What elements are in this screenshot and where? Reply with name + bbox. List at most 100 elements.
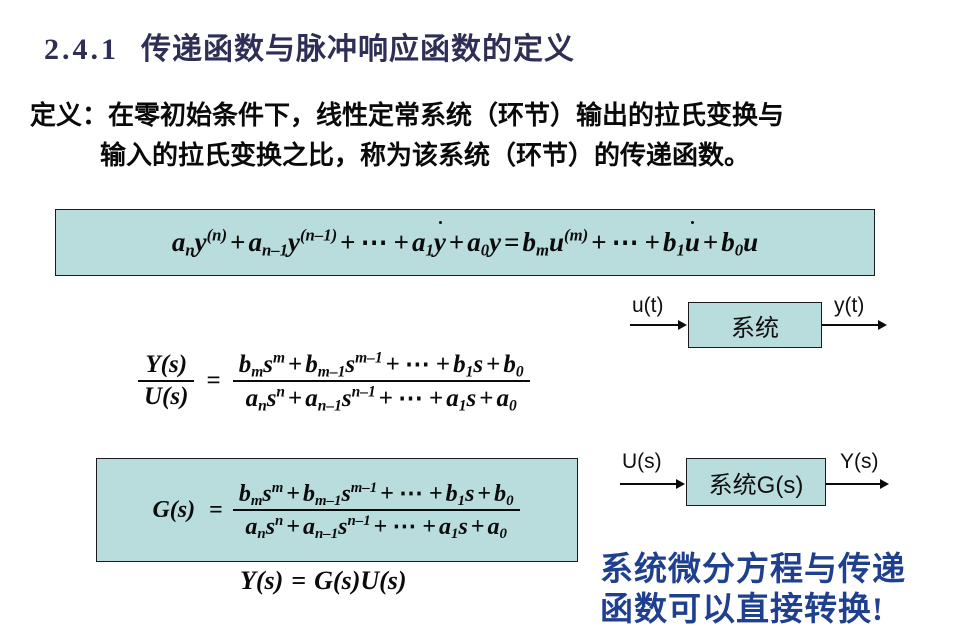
sym-u: u xyxy=(548,227,565,257)
sub-n: n xyxy=(257,526,266,543)
sub-zero: 0 xyxy=(515,363,524,381)
op-plus: + xyxy=(479,385,494,412)
sub-m-minus-1: m–1 xyxy=(317,363,346,381)
sup-m-minus-1: m–1 xyxy=(355,349,383,367)
arrow-right-icon xyxy=(676,479,685,489)
definition-line-1: 定义：在零初始条件下，线性定常系统（环节）输出的拉氏变换与 xyxy=(30,101,785,130)
blue-note-line-2: 函数可以直接转换! xyxy=(600,592,884,628)
op-plus: + xyxy=(288,385,303,412)
sub-zero: 0 xyxy=(480,240,490,260)
sym-a: a xyxy=(248,227,262,257)
op-equals: = xyxy=(504,227,520,257)
sym-y: y xyxy=(288,227,300,257)
sym-b: b xyxy=(238,481,251,507)
sub-zero: 0 xyxy=(734,240,744,260)
ellipsis: ⋯ xyxy=(392,514,418,540)
arrow-right-icon xyxy=(880,479,889,489)
op-plus: + xyxy=(286,481,300,507)
diagram-input-label: u(t) xyxy=(632,294,664,317)
sym-a: a xyxy=(245,514,258,540)
sym-s: s xyxy=(465,481,475,507)
diagram-input-line xyxy=(620,483,678,485)
sup-paren-n-minus-1: (n–1) xyxy=(299,225,338,245)
diagram-input-line xyxy=(630,324,680,326)
sym-s: s xyxy=(338,514,348,540)
sym-y-dot: y xyxy=(433,227,446,257)
sym-a: a xyxy=(439,514,452,540)
op-plus: + xyxy=(591,227,607,257)
sub-n-minus-1: n–1 xyxy=(261,240,288,260)
sub-m: m xyxy=(535,240,549,260)
sub-zero: 0 xyxy=(506,493,514,510)
sub-n-minus-1: n–1 xyxy=(317,397,342,415)
sym-a: a xyxy=(446,385,459,412)
sym-s: s xyxy=(265,514,276,540)
gs-equation: G(s) = bmsm+bm–1sm–1+⋯+b1s+b0 ansn+an–1s… xyxy=(152,478,521,542)
op-equals: = xyxy=(209,496,223,523)
title-number: 2.4.1 xyxy=(44,33,119,66)
sym-s: s xyxy=(345,351,356,378)
sym-b: b xyxy=(303,481,315,507)
ellipsis: ⋯ xyxy=(611,227,640,257)
sup-n-minus-1: n–1 xyxy=(347,512,371,529)
sub-one: 1 xyxy=(458,397,467,415)
sym-b: b xyxy=(522,227,536,257)
sup-m-minus-1: m–1 xyxy=(350,479,378,496)
op-plus: + xyxy=(340,227,356,257)
sym-s: s xyxy=(266,385,277,412)
sup-m: m xyxy=(272,349,286,367)
sym-b: b xyxy=(721,227,735,257)
sub-one: 1 xyxy=(457,493,466,510)
transfer-lhs-fraction: Y(s) U(s) xyxy=(138,350,195,412)
sym-b: b xyxy=(238,351,252,378)
sym-a: a xyxy=(467,227,481,257)
ellipsis: ⋯ xyxy=(404,351,431,378)
ellipsis: ⋯ xyxy=(398,481,424,507)
fraction-bar xyxy=(138,380,195,382)
fraction-bar xyxy=(232,509,520,511)
sym-u: u xyxy=(743,227,759,257)
gs-denominator: ansn+an–1sn–1+⋯+a1s+a0 xyxy=(239,511,513,542)
sym-a: a xyxy=(171,227,186,257)
op-plus: + xyxy=(422,514,437,540)
sym-a: a xyxy=(245,385,259,412)
sym-s: s xyxy=(341,481,351,507)
transfer-function-equation: Y(s) U(s) = bmsm+bm–1sm–1+⋯+b1s+b0 ansn+… xyxy=(136,348,532,414)
transfer-function-gs-box: G(s) = bmsm+bm–1sm–1+⋯+b1s+b0 ansn+an–1s… xyxy=(96,458,578,562)
diagram-system-block: 系统 xyxy=(688,302,822,348)
sym-s: s xyxy=(458,514,468,540)
sym-a: a xyxy=(303,514,315,540)
arrow-right-icon xyxy=(678,320,687,330)
sub-zero: 0 xyxy=(509,397,517,415)
transfer-rhs-denominator: ansn+an–1sn–1+⋯+a1s+a0 xyxy=(240,382,523,414)
fraction-bar xyxy=(232,380,530,382)
sup-n: n xyxy=(275,512,284,529)
sym-u-dot: u xyxy=(684,227,700,257)
output-equation: Y(s)=G(s)U(s) xyxy=(240,566,407,596)
eq-ys-us: U(s) xyxy=(360,566,407,595)
sup-paren-m: (m) xyxy=(564,225,589,245)
ellipsis: ⋯ xyxy=(360,227,389,257)
sym-b: b xyxy=(305,351,318,378)
sym-s: s xyxy=(466,385,477,412)
gs-fraction: bmsm+bm–1sm–1+⋯+b1s+b0 ansn+an–1sn–1+⋯+a… xyxy=(232,478,520,542)
diagram-input-label: U(s) xyxy=(622,450,662,473)
eq-ys-gs: G(s) xyxy=(314,566,361,595)
ode-equation: any(n)+an–1y(n–1)+⋯+a1y+a0y=bmu(m)+⋯+b1u… xyxy=(171,225,759,260)
op-plus: + xyxy=(448,227,465,257)
sym-b: b xyxy=(503,351,516,378)
blue-note: 系统微分方程与传递 函数可以直接转换! xyxy=(600,550,960,630)
op-plus: + xyxy=(428,481,443,507)
sub-one: 1 xyxy=(465,363,474,381)
blue-note-line-1: 系统微分方程与传递 xyxy=(600,552,906,588)
gs-lhs: G(s) xyxy=(152,496,196,523)
sym-a: a xyxy=(496,385,510,412)
sym-b: b xyxy=(453,351,466,378)
op-plus: + xyxy=(486,351,501,378)
ode-equation-box: any(n)+an–1y(n–1)+⋯+a1y+a0y=bmu(m)+⋯+b1u… xyxy=(55,209,875,276)
diagram-system-block: 系统G(s) xyxy=(686,458,826,506)
sup-paren-n: (n) xyxy=(206,225,228,245)
sub-one: 1 xyxy=(676,240,685,260)
sub-n: n xyxy=(258,397,267,415)
transfer-lhs-denominator: U(s) xyxy=(144,383,189,410)
